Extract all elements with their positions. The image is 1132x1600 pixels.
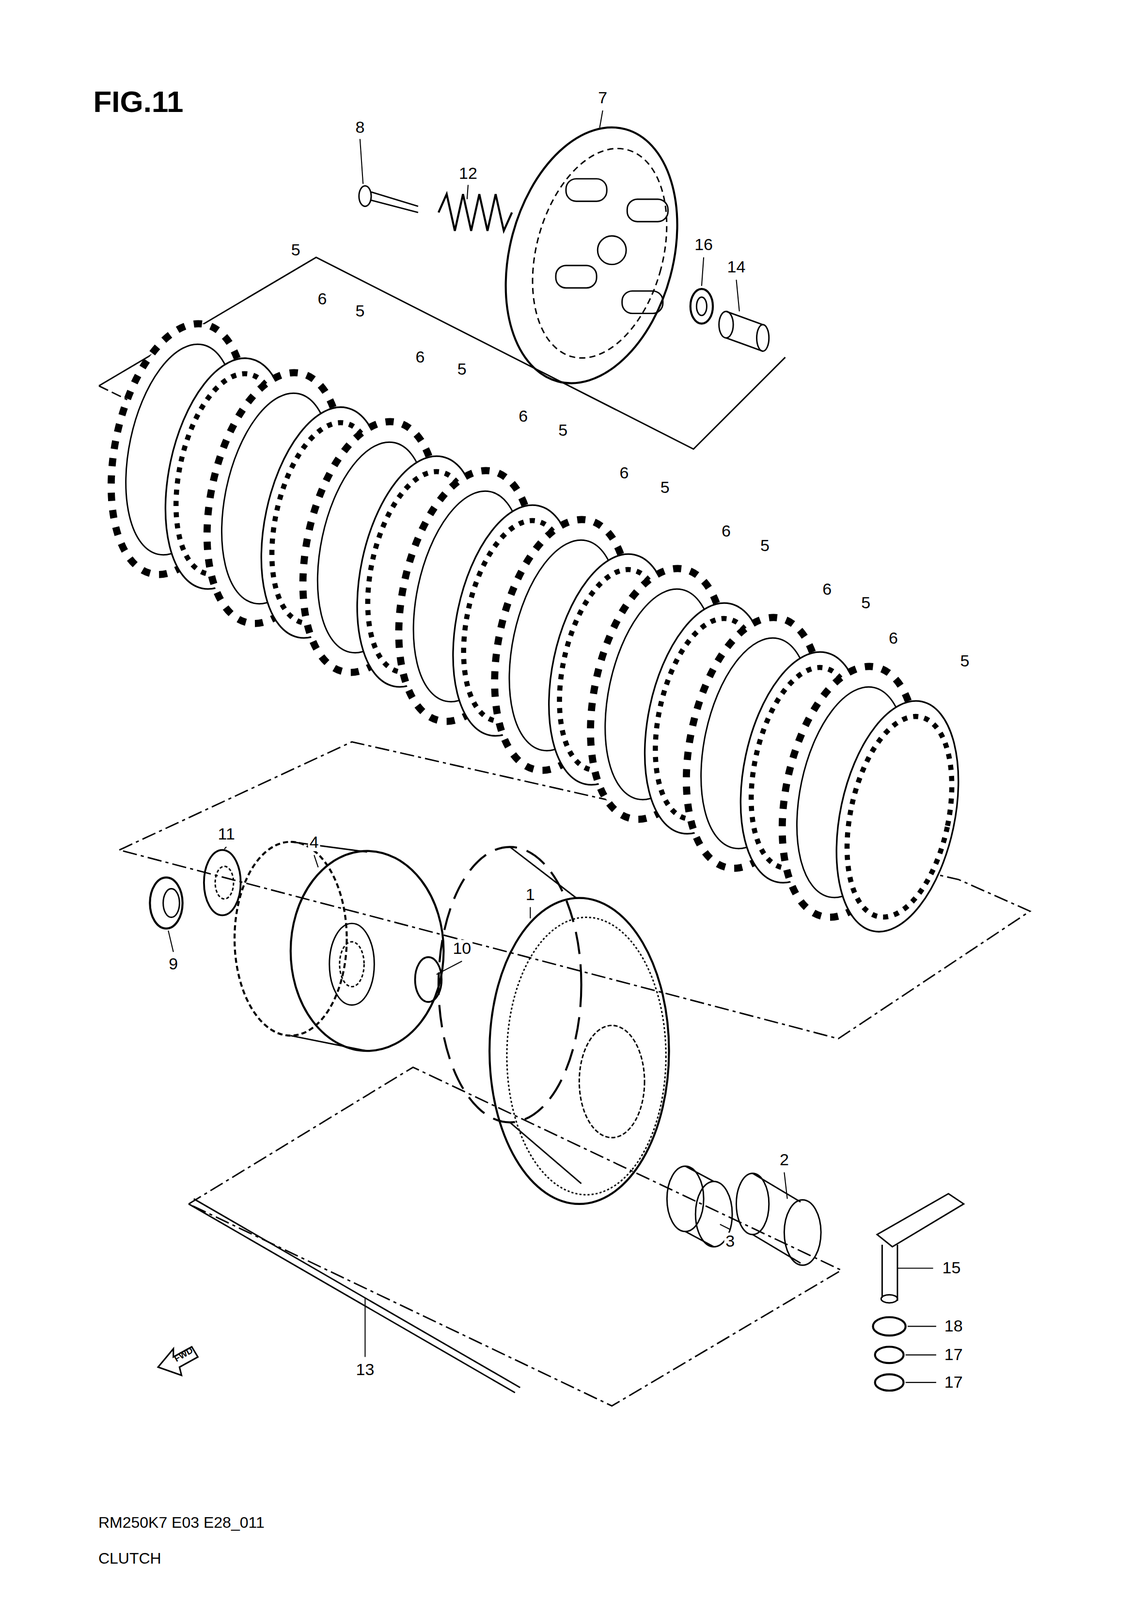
callout-number: 5 xyxy=(353,302,366,320)
callout-number: 2 xyxy=(778,1150,791,1169)
driven-plate xyxy=(817,689,978,943)
figure-title: FIG.11 xyxy=(91,86,185,118)
bearing xyxy=(875,1346,904,1364)
callout-number: 5 xyxy=(289,241,302,259)
callout-number: 5 xyxy=(758,536,771,555)
callout-number: 5 xyxy=(659,478,672,497)
callout-number: 6 xyxy=(617,464,630,483)
spacer xyxy=(736,1173,821,1265)
callout-number: 8 xyxy=(353,118,366,137)
figure-caption: CLUTCH xyxy=(96,1550,163,1567)
nut xyxy=(149,877,183,928)
push-rod xyxy=(188,1198,520,1393)
callout-number: 10 xyxy=(451,939,473,958)
lock-washer xyxy=(204,849,241,916)
callout-number: 5 xyxy=(556,421,569,440)
callout-number: 5 xyxy=(958,652,971,670)
callout-number: 6 xyxy=(820,581,834,599)
callout-number: 1 xyxy=(524,885,537,904)
callout-number: 17 xyxy=(943,1373,965,1391)
pressure-plate xyxy=(478,108,705,403)
bearing xyxy=(875,1373,904,1391)
callout-number: 4 xyxy=(308,833,321,851)
clutch-spring xyxy=(438,193,513,231)
callout-number: 9 xyxy=(167,955,180,973)
oil-seal xyxy=(872,1316,906,1336)
callout-number: 12 xyxy=(457,164,479,183)
plate-rim xyxy=(830,706,969,927)
pressure-plate-inner xyxy=(510,133,689,373)
callout-number: 6 xyxy=(720,522,733,541)
callout-number: 6 xyxy=(316,290,329,308)
clutch-plates xyxy=(90,311,978,943)
callout-number: 5 xyxy=(859,594,872,612)
callout-number: 16 xyxy=(692,235,715,254)
callout-number: 5 xyxy=(455,360,469,378)
drawing-code: RM250K7 E03 E28_011 xyxy=(96,1514,267,1531)
callout-number: 6 xyxy=(517,407,530,425)
callout-number: 14 xyxy=(725,258,748,277)
callout-number: 6 xyxy=(887,629,900,648)
callout-number: 7 xyxy=(596,89,609,107)
release-lever xyxy=(877,1193,964,1303)
bolt xyxy=(359,186,419,213)
callout-number: 3 xyxy=(723,1232,737,1250)
callout-number: 11 xyxy=(216,825,237,844)
push-piece xyxy=(719,311,770,351)
clutch-housing xyxy=(438,846,670,1204)
callout-number: 17 xyxy=(943,1345,965,1364)
spring-bosses xyxy=(555,178,668,314)
callout-number: 18 xyxy=(943,1317,965,1335)
clutch-hub xyxy=(234,841,444,1051)
bearing xyxy=(690,288,713,324)
needle-bearing xyxy=(666,1165,733,1247)
callout-number: 13 xyxy=(354,1361,376,1379)
leader-lines xyxy=(168,110,937,1383)
callout-number: 6 xyxy=(414,348,427,366)
callout-number: 15 xyxy=(941,1258,963,1277)
